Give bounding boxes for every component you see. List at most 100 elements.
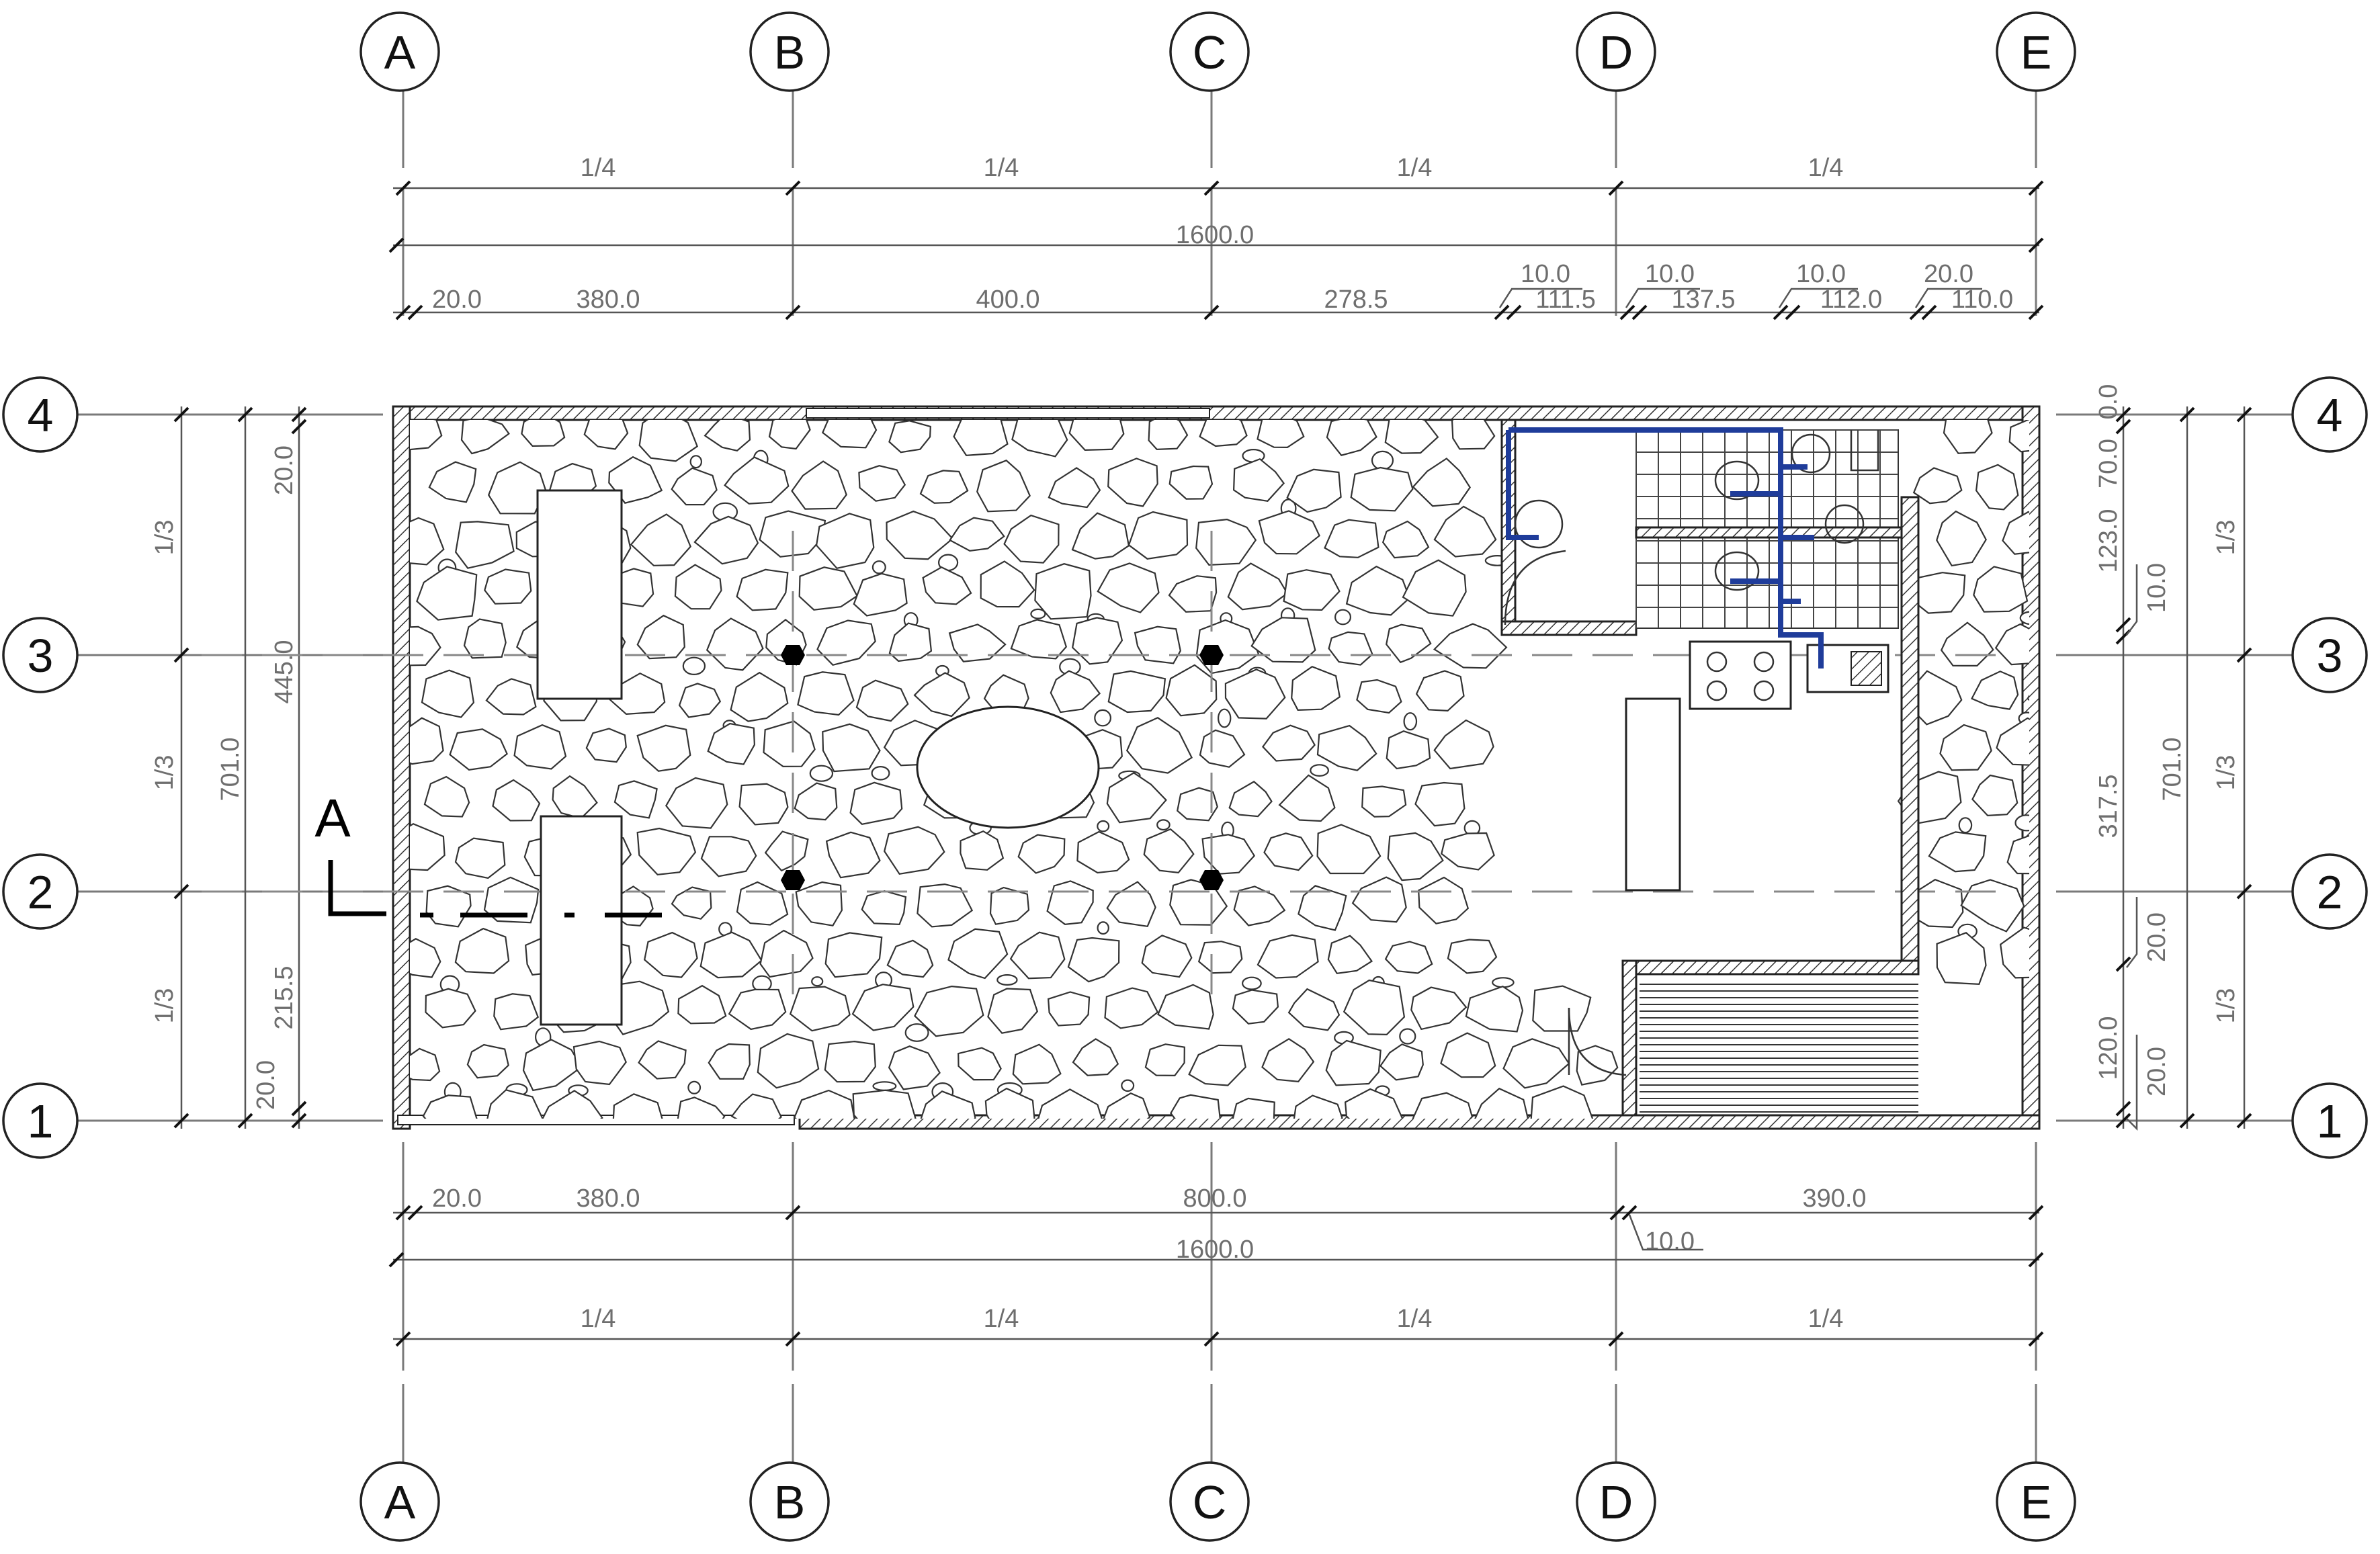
dim-right-fraction-1: 1/3: [2212, 520, 2240, 556]
table-left-top: [536, 489, 623, 700]
dim-right-overall: 701.0: [2158, 737, 2186, 801]
dim-bottom-seg-5: 10.0: [1645, 1227, 1695, 1256]
wall-west: [392, 405, 411, 1130]
grid-bubble-B-top: B: [749, 11, 830, 92]
dim-right-seg-1: 70.0: [2094, 439, 2123, 488]
dim-top-seg-4: 278.5: [1324, 286, 1388, 314]
grid-bubble-2-left: 2: [2, 853, 79, 930]
grid-bubble-D-top: D: [1576, 11, 1656, 92]
dim-left-seg-1: 20.0: [270, 445, 298, 495]
svg-text:1: 1: [2317, 1095, 2343, 1148]
section-marker-A: A: [314, 788, 662, 918]
structural-columns: [781, 645, 1224, 890]
column-C2: [1199, 870, 1224, 890]
dim-top-overall: 1600.0: [1176, 221, 1254, 249]
window-north: [806, 408, 1210, 419]
core-wall-south: [1621, 959, 1920, 976]
grid-bubble-2-right: 2: [2291, 853, 2368, 930]
grid-bubble-1-left: 1: [2, 1082, 79, 1159]
dim-top-fraction-3: 1/4: [1397, 154, 1433, 182]
dim-right-seg-5: 317.5: [2094, 774, 2123, 838]
oval-table: [916, 705, 1100, 829]
dim-bottom-fraction-2: 1/4: [984, 1305, 1019, 1333]
dim-bottom-seg-1: 20.0: [432, 1184, 482, 1213]
door-swing-1: [1504, 550, 1566, 625]
svg-text:2: 2: [2317, 866, 2343, 918]
grid-bubble-D-bottom: D: [1576, 1461, 1656, 1542]
dim-top-seg-3: 400.0: [976, 286, 1039, 314]
row-bubbles-right: 4 3 2 1: [2291, 376, 2368, 1159]
dim-left-overall: 701.0: [216, 737, 245, 801]
core-wall-east: [1900, 496, 1920, 976]
column-C3: [1199, 645, 1224, 665]
sink-2: [1791, 433, 1831, 474]
dim-right-fraction-2: 1/3: [2212, 755, 2240, 791]
dim-bottom-seg-2: 380.0: [576, 1184, 640, 1213]
row-bubbles-left: 4 3 2 1: [2, 376, 79, 1159]
dimensions-right: 70.0 0.0 123.0 10.0 317.5 20.0 120.0 20.…: [2094, 384, 2252, 1131]
dim-bottom-fraction-4: 1/4: [1808, 1305, 1844, 1333]
stair-door-swing: [1568, 1007, 1627, 1076]
svg-text:D: D: [1599, 1476, 1633, 1528]
svg-text:B: B: [774, 26, 806, 79]
grid-lines-vertical: [402, 91, 2037, 1465]
service-core: [1500, 419, 1920, 1117]
dim-top-seg-12: 110.0: [1951, 286, 2013, 314]
dim-right-seg-4: 10.0: [2143, 563, 2171, 613]
grid-bubble-E-top: E: [1996, 11, 2076, 92]
dim-top-seg-11: 20.0: [1924, 260, 1973, 288]
grid-bubble-1-right: 1: [2291, 1082, 2368, 1159]
svg-text:3: 3: [28, 630, 54, 682]
dim-left-fraction-3: 1/3: [151, 988, 179, 1024]
grid-bubble-4-left: 4: [2, 376, 79, 453]
grid-bubble-A-bottom: A: [359, 1461, 440, 1542]
dim-top-seg-2: 380.0: [576, 286, 640, 314]
grid-bubble-3-right: 3: [2291, 617, 2368, 693]
dim-top-seg-9: 10.0: [1796, 260, 1846, 288]
dim-left-seg-2: 445.0: [270, 640, 298, 703]
column-B2: [781, 870, 805, 890]
svg-text:1: 1: [28, 1095, 54, 1148]
dim-top-seg-10: 112.0: [1820, 286, 1882, 314]
svg-text:4: 4: [2317, 389, 2343, 441]
grid-bubble-C-bottom: C: [1169, 1461, 1250, 1542]
dim-bottom-seg-3: 800.0: [1183, 1184, 1246, 1213]
svg-text:2: 2: [28, 866, 54, 918]
svg-text:A: A: [384, 1476, 416, 1528]
core-wall-south-a: [1500, 620, 1638, 636]
toilet-2: [1714, 551, 1760, 591]
dimensions-bottom: 20.0 380.0 800.0 390.0 10.0 1600.0 1/4 1…: [388, 1184, 2044, 1347]
dim-right-seg-2: 0.0: [2094, 384, 2123, 420]
column-bubbles-top: A B C D E: [359, 11, 2076, 92]
svg-text:C: C: [1193, 1476, 1227, 1528]
dimensions-left: 1/3 1/3 1/3 701.0 20.0 445.0 215.5 20.0: [151, 406, 307, 1129]
svg-text:4: 4: [28, 389, 54, 441]
furniture: [536, 489, 1100, 1026]
dim-bottom-seg-4: 390.0: [1802, 1184, 1866, 1213]
svg-text:A: A: [384, 26, 416, 79]
toilet-1: [1714, 460, 1760, 501]
sink-3: [1824, 504, 1865, 544]
dim-top-seg-5: 10.0: [1521, 260, 1570, 288]
svg-text:B: B: [774, 1476, 806, 1528]
table-left-bottom: [540, 815, 623, 1026]
dim-left-seg-4: 20.0: [252, 1060, 280, 1110]
dim-right-seg-8: 20.0: [2143, 1047, 2171, 1096]
dim-top-fraction-1: 1/4: [581, 154, 616, 182]
bath-partition: [1635, 526, 1903, 539]
cooktop: [1689, 640, 1792, 710]
dim-top-seg-1: 20.0: [432, 286, 482, 314]
core-wall-stair: [1621, 959, 1638, 1117]
svg-text:E: E: [2021, 1476, 2052, 1528]
dim-bottom-fraction-3: 1/4: [1397, 1305, 1433, 1333]
dim-top-seg-6: 111.5: [1535, 286, 1595, 314]
dim-left-seg-3: 215.5: [270, 965, 298, 1029]
dim-right-fraction-3: 1/3: [2212, 988, 2240, 1024]
dim-left-fraction-2: 1/3: [151, 755, 179, 791]
dim-top-fraction-2: 1/4: [984, 154, 1019, 182]
svg-text:D: D: [1599, 26, 1633, 79]
column-bubbles-bottom: A B C D E: [359, 1461, 2076, 1542]
grid-bubble-4-right: 4: [2291, 376, 2368, 453]
dim-top-fraction-4: 1/4: [1808, 154, 1844, 182]
